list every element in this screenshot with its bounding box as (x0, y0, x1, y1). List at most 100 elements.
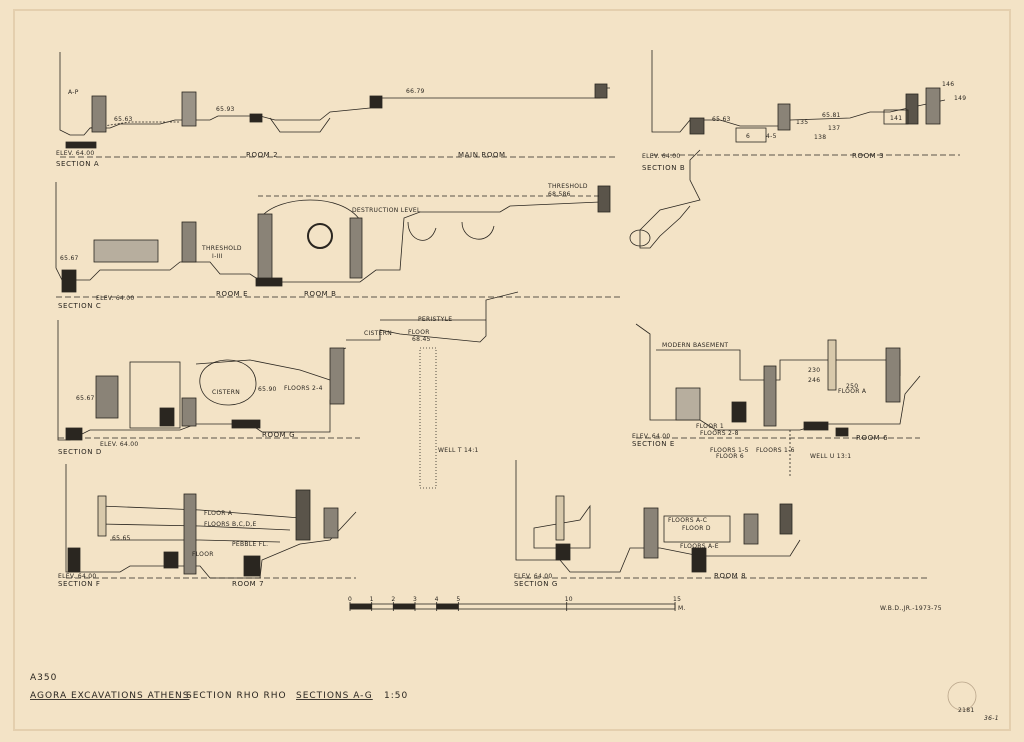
section-e-black-1 (731, 401, 747, 423)
section-c-wall-2 (349, 217, 363, 279)
section-f (65, 464, 357, 579)
section-g-black-1 (555, 543, 571, 561)
sheet-number: 2181 (958, 707, 974, 714)
section-f-floor: FLOOR (192, 551, 214, 558)
paper-border (13, 9, 1011, 731)
scale-tick-label-5: 5 (456, 596, 460, 603)
section-e-floors-2-8: FLOORS 2-8 (700, 430, 739, 437)
section-e-floor-6: FLOOR 6 (716, 453, 744, 460)
section-d-black-2 (159, 407, 175, 427)
peristyle-profile (346, 291, 519, 343)
section-g-floors-a-e: FLOORS A-E (680, 543, 719, 550)
section-d-wall-2 (329, 347, 345, 405)
room-e-label: ROOM E (216, 290, 248, 298)
section-g-box (663, 515, 731, 543)
section-c-label: SECTION C (58, 302, 101, 310)
section-f-slope-3 (110, 539, 281, 543)
section-b-elev: ELEV. 64.00 (642, 153, 681, 160)
peristyle-well-t (346, 291, 519, 489)
section-f-floors-bcde: FLOORS B,C,D,E (204, 521, 257, 528)
main-room-label: MAIN ROOM (458, 151, 506, 159)
section-f-floor-a: FLOOR A (204, 510, 233, 517)
section-b-wall-3 (925, 87, 941, 125)
scale-bar-fill-3 (436, 603, 459, 610)
section-a-block-3 (594, 83, 608, 99)
section-c-elev: ELEV. 64.00 (96, 295, 135, 302)
section-f-label: SECTION F (58, 580, 101, 588)
section-b-elev-6581: 65.81 (822, 112, 841, 119)
section-c-rubble (93, 239, 159, 263)
section-d-elev-6567: 65.67 (76, 395, 95, 402)
section-c-black-2 (255, 277, 283, 287)
section-b-135: 135 (796, 119, 808, 126)
section-c-arch-2 (461, 221, 495, 240)
section-a-black-1 (65, 141, 97, 149)
section-c-threshold-sub: I-III (212, 253, 223, 260)
section-e-black-3 (835, 427, 849, 437)
section-f-black-2 (243, 555, 261, 577)
section-e-wall-1 (763, 365, 777, 427)
section-a-elev-6563: 65.63 (114, 116, 133, 123)
section-f-elev-6565: 65.65 (112, 535, 131, 542)
room-3-label: ROOM 3 (852, 152, 884, 160)
room-2-label: ROOM 2 (246, 151, 278, 159)
section-a-floor (89, 121, 180, 129)
section-e-floors-1-6: FLOORS 1-6 (756, 447, 795, 454)
section-c-black-1 (61, 269, 77, 293)
section-e (635, 323, 921, 478)
section-d-elev: ELEV. 64.00 (100, 441, 139, 448)
section-a-elev: ELEV. 64.00 (56, 150, 95, 157)
scale-tick-label-7: 15 (673, 596, 681, 603)
section-d-floors: FLOORS 2-4 (284, 385, 323, 392)
section-c-destruction: DESTRUCTION LEVEL (352, 207, 421, 214)
room-8-label: ROOM 8 (714, 572, 746, 580)
section-f-black-1 (67, 547, 81, 573)
section-a-pit (269, 117, 331, 133)
section-b-label: SECTION B (642, 164, 685, 172)
section-a-elev-6679: 66.79 (406, 88, 425, 95)
section-e-wall-2 (885, 347, 901, 403)
section-d-elev-6590: 65.90 (258, 386, 277, 393)
section-c-threshold-2: THRESHOLD (547, 183, 588, 190)
section-f-elev: ELEV. 64.00 (58, 573, 97, 580)
section-e-rubble (675, 387, 701, 421)
section-e-246: 246 (808, 377, 820, 384)
section-f-wall-1 (183, 493, 197, 575)
section-b-elev-6563: 65.63 (712, 116, 731, 123)
section-a-ap: A-P (68, 89, 79, 96)
section-g-elev: ELEV. 64.00 (514, 573, 553, 580)
modern-basement-label: MODERN BASEMENT (662, 342, 728, 349)
section-c-vault (261, 199, 361, 221)
section-b-45: 4-5 (766, 133, 777, 140)
section-a-label: SECTION A (56, 160, 99, 168)
scale-bar-fill-2 (392, 603, 416, 610)
section-c-arch-1 (407, 221, 437, 241)
section-a (59, 52, 615, 158)
title-part-3: SECTIONS A-G (296, 691, 373, 701)
section-c-ring (307, 223, 333, 249)
scale-tick-label-3: 3 (413, 596, 417, 603)
section-a-wall-1 (91, 95, 107, 133)
section-f-black-3 (163, 551, 179, 569)
section-e-floors-1-5: FLOORS 1-5 (710, 447, 749, 454)
sheet-id: A350 (30, 673, 57, 683)
section-g-wall-2 (743, 513, 759, 545)
section-g-wall-1 (643, 507, 659, 559)
section-f-column (97, 495, 107, 537)
stamp-seal (947, 681, 977, 711)
section-f-wall-3 (323, 507, 339, 539)
scale-tick-label-0: 0 (348, 596, 352, 603)
handwritten-number: 36-1 (984, 715, 999, 722)
room-b-label: ROOM B (304, 290, 337, 298)
room-7-label: ROOM 7 (232, 580, 264, 588)
section-e-floor-a: FLOOR A (838, 388, 867, 395)
section-b-138: 138 (814, 134, 826, 141)
title-part-1: AGORA EXCAVATIONS ATHENS (30, 691, 189, 701)
section-b-wall (777, 103, 791, 131)
section-d-cistern (199, 359, 257, 406)
section-e-250: 250 (846, 383, 858, 390)
well-u-label: WELL U 13:1 (810, 453, 851, 460)
section-a-block (369, 95, 383, 109)
